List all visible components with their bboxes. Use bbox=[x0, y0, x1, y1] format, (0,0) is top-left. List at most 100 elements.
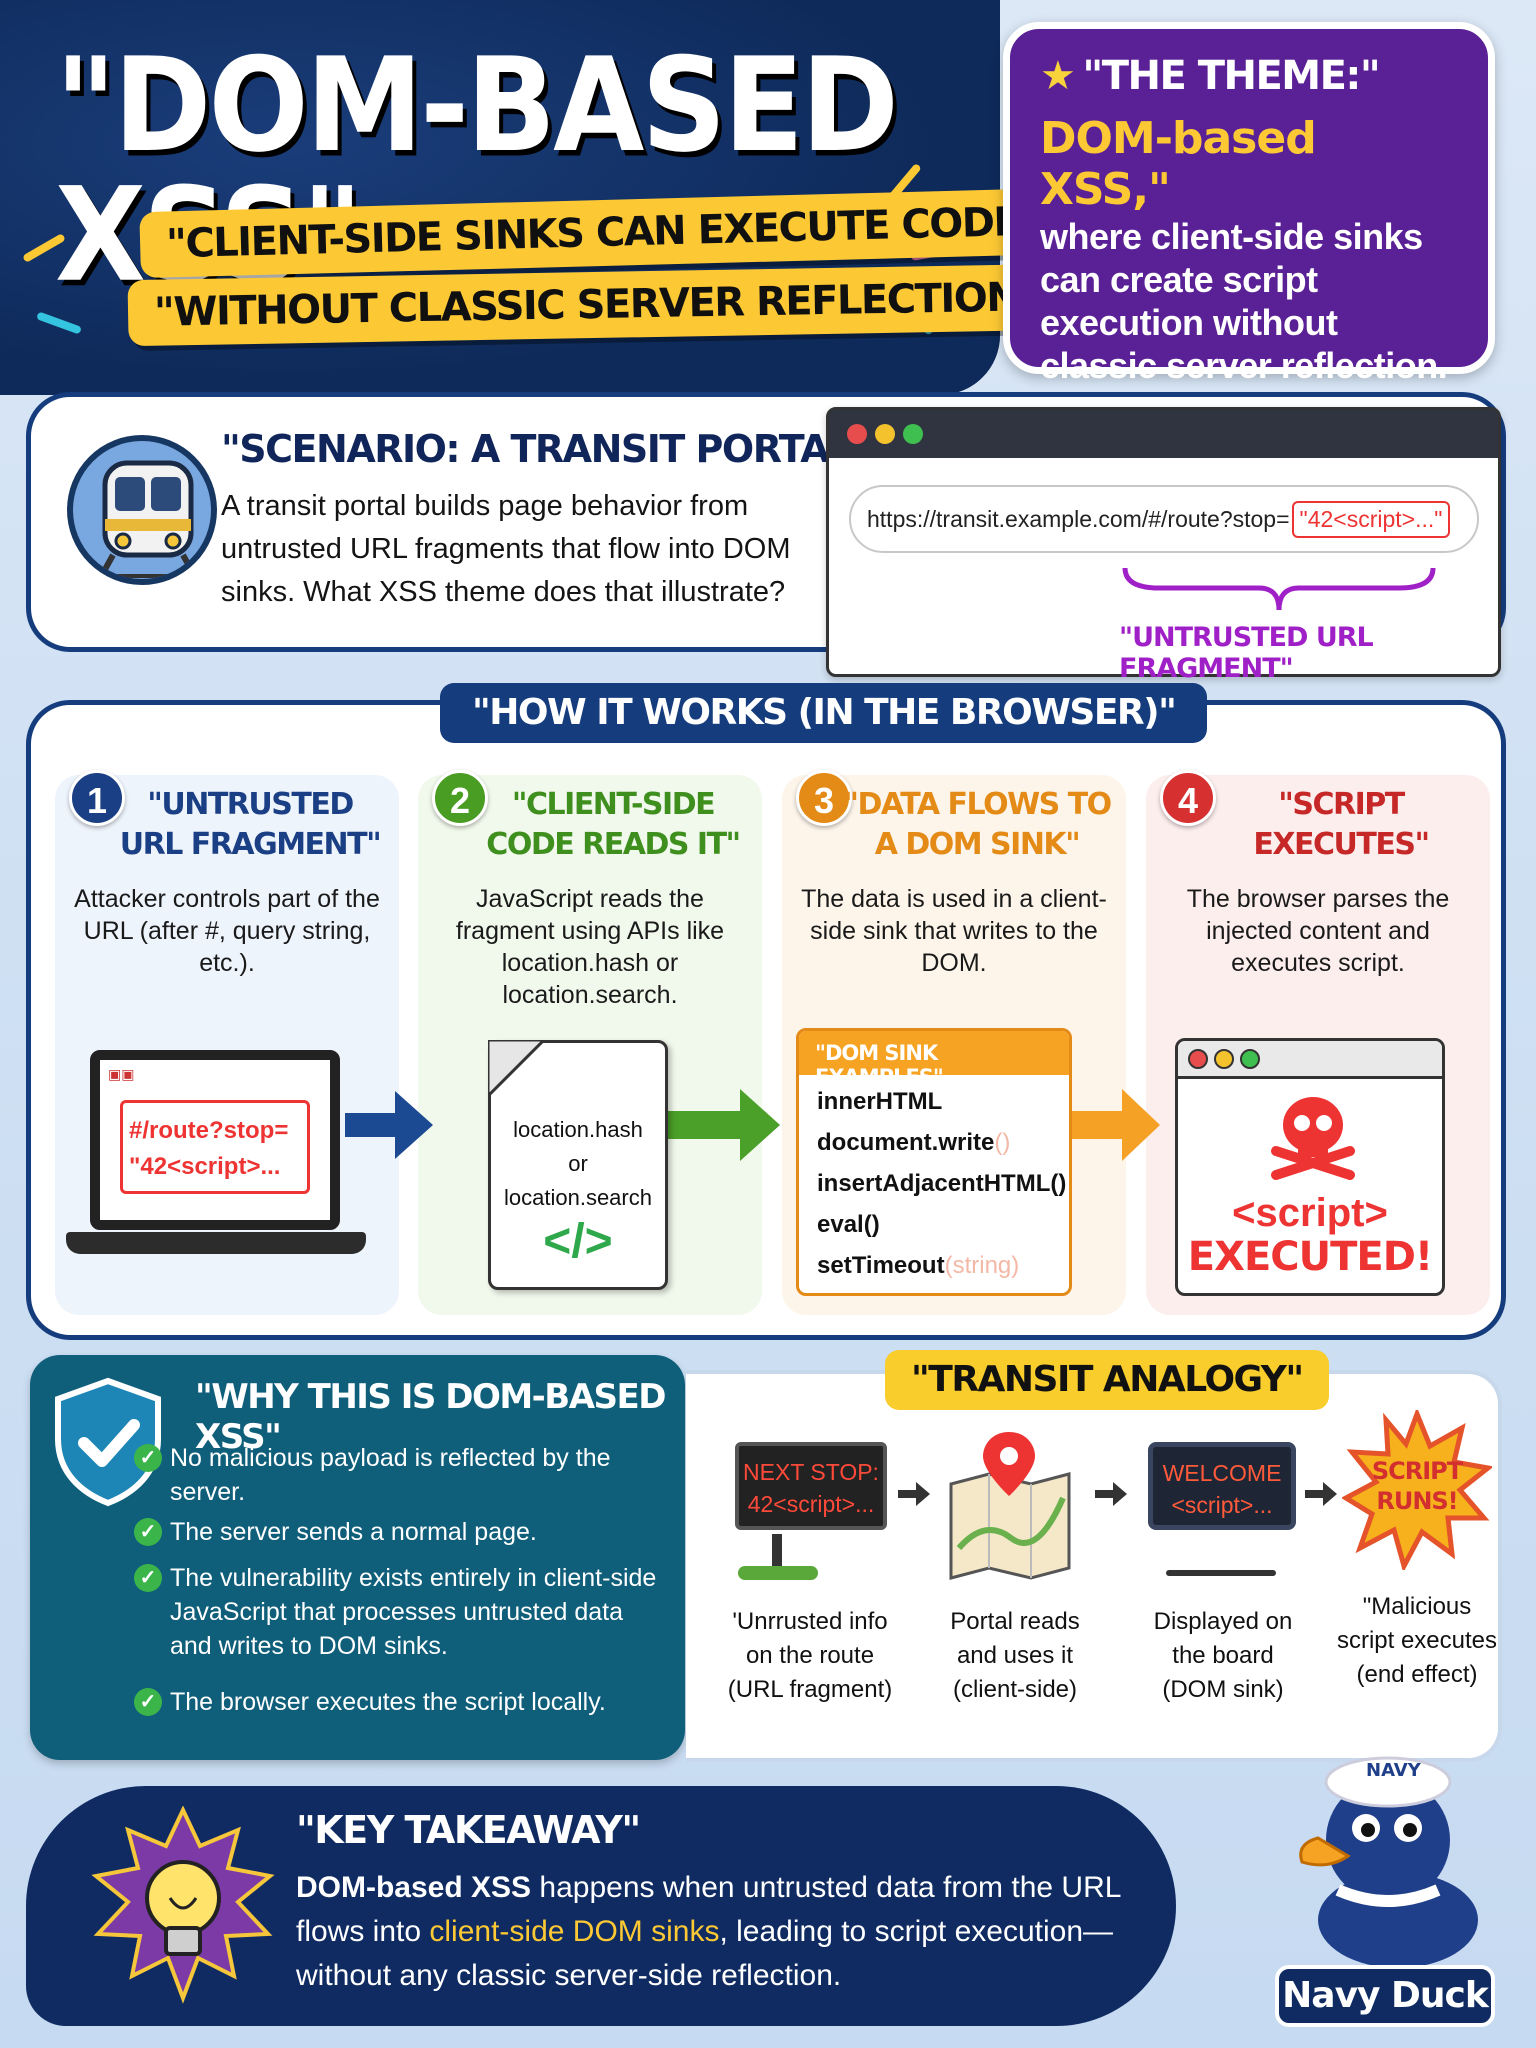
mascot-name-label: Navy Duck bbox=[1275, 1965, 1495, 2027]
window-close-dot bbox=[1188, 1049, 1208, 1069]
step-description: Attacker controls part of the URL (after… bbox=[74, 885, 380, 977]
step-number: 2 bbox=[432, 770, 488, 826]
laptop-url-payload: #/route?stop= "42<script>... bbox=[120, 1100, 310, 1194]
brace-icon bbox=[1122, 567, 1436, 611]
takeaway-title: "KEY TAKEAWAY" bbox=[296, 1808, 641, 1852]
arrow-right-icon bbox=[1072, 1089, 1160, 1161]
arrow-right-icon bbox=[1095, 1482, 1127, 1506]
step-title: "DATA FLOWS TO A DOM SINK" bbox=[843, 787, 1112, 862]
payload-line: #/route?stop= bbox=[129, 1117, 289, 1144]
check-icon: ✓ bbox=[134, 1518, 162, 1546]
laptop-base bbox=[66, 1232, 366, 1254]
window-minimize-dot bbox=[1214, 1049, 1234, 1069]
analogy-label: 'Unrrusted info on the route (URL fragme… bbox=[727, 1608, 893, 1703]
theme-text: where client-side sinks can create scrip… bbox=[1040, 216, 1448, 386]
takeaway-highlight: client-side DOM sinks bbox=[429, 1915, 720, 1948]
next-stop-sign: NEXT STOP: 42<script>... bbox=[735, 1442, 887, 1530]
board-stand bbox=[1166, 1570, 1276, 1576]
script-executed-text: <script> EXECUTED! bbox=[1178, 1191, 1442, 1279]
why-title: "WHY THIS IS DOM-BASED XSS" bbox=[195, 1377, 666, 1457]
window-maximize-dot bbox=[903, 424, 923, 444]
analogy-label: Portal reads and uses it (client-side) bbox=[950, 1608, 1080, 1703]
check-icon: ✓ bbox=[134, 1444, 162, 1472]
why-item: ✓The browser executes the script locally… bbox=[134, 1685, 670, 1719]
doc-line: location.search bbox=[504, 1185, 652, 1210]
how-it-works-title: "HOW IT WORKS (IN THE BROWSER)" bbox=[440, 683, 1208, 743]
code-brackets-icon: </> bbox=[543, 1215, 613, 1268]
why-dom-based-section: "WHY THIS IS DOM-BASED XSS" ✓No maliciou… bbox=[30, 1355, 685, 1760]
step-number: 1 bbox=[69, 770, 125, 826]
theme-title-text: "THE THEME:" bbox=[1082, 53, 1380, 99]
theme-title: ★"THE THEME:" bbox=[1040, 53, 1458, 99]
analogy-label: Displayed on the board (DOM sink) bbox=[1153, 1608, 1293, 1703]
check-icon: ✓ bbox=[134, 1688, 162, 1716]
dom-sink-examples-card: "DOM SINK EXAMPLES" innerHTML document.w… bbox=[796, 1028, 1072, 1296]
why-item: ✓The server sends a normal page. bbox=[134, 1515, 670, 1549]
page-fold-icon bbox=[488, 1040, 547, 1099]
fragment-label: "UNTRUSTED URL FRAGMENT" bbox=[1119, 622, 1374, 684]
address-bar[interactable]: https://transit.example.com/#/route?stop… bbox=[849, 485, 1479, 553]
exec-line: <script> bbox=[1232, 1191, 1388, 1235]
step-title: "UNTRUSTED URL FRAGMENT" bbox=[119, 787, 382, 862]
takeaway-bold: DOM-based XSS bbox=[296, 1871, 532, 1904]
screen-mini-icon: ▣▣ bbox=[108, 1066, 135, 1082]
url-text: https://transit.example.com/#/route?stop… bbox=[867, 505, 1290, 532]
map-pin-icon bbox=[949, 1432, 1071, 1580]
step-description: The data is used in a client-side sink t… bbox=[801, 885, 1107, 977]
scenario-text: A transit portal builds page behavior fr… bbox=[221, 490, 791, 608]
sign-line: 42<script>... bbox=[747, 1491, 875, 1517]
why-item: ✓No malicious payload is reflected by th… bbox=[134, 1441, 670, 1509]
browser-titlebar bbox=[1178, 1041, 1442, 1079]
sink-item: insertAdjacentHTML() bbox=[817, 1170, 1067, 1197]
sign-post bbox=[772, 1534, 782, 1574]
shield-check-icon bbox=[55, 1377, 161, 1507]
sink-item: innerHTML bbox=[817, 1088, 943, 1115]
scenario-title: "SCENARIO: A TRANSIT PORTAL" bbox=[221, 427, 871, 471]
sink-item: eval() bbox=[817, 1211, 880, 1238]
lightbulb-icon bbox=[91, 1806, 275, 2004]
why-item: ✓The vulnerability exists entirely in cl… bbox=[134, 1561, 670, 1663]
arrow-right-icon bbox=[1305, 1482, 1337, 1506]
takeaway-text: DOM-based XSS happens when untrusted dat… bbox=[296, 1866, 1156, 1998]
sink-item: document.write() bbox=[817, 1129, 1011, 1156]
window-minimize-dot bbox=[875, 424, 895, 444]
payload-line: "42<script>... bbox=[129, 1153, 281, 1180]
window-close-dot bbox=[847, 424, 867, 444]
display-board: WELCOME <script>... bbox=[1148, 1442, 1296, 1530]
doc-line: location.hash bbox=[513, 1117, 643, 1142]
takeaway-plain: , leading to script execution—without an… bbox=[296, 1915, 1114, 1992]
theme-box: ★"THE THEME:" DOM-based XSS," where clie… bbox=[1003, 22, 1495, 386]
burst-line: SCRIPT bbox=[1371, 1457, 1463, 1485]
train-icon bbox=[67, 435, 217, 585]
code-document-icon: location.hash or location.search </> bbox=[488, 1040, 668, 1290]
spark-decoration bbox=[36, 311, 82, 335]
sink-card-title: "DOM SINK EXAMPLES" bbox=[799, 1031, 1069, 1089]
sink-item: setTimeout(string) bbox=[817, 1252, 1020, 1279]
main-title: "DOM-BASED XSS" bbox=[55, 29, 899, 300]
arrow-right-icon bbox=[898, 1482, 930, 1506]
grass-decoration bbox=[738, 1566, 818, 1580]
check-icon: ✓ bbox=[134, 1564, 162, 1592]
step-number: 4 bbox=[1160, 770, 1216, 826]
arrow-right-icon bbox=[668, 1089, 780, 1161]
skull-crossbones-icon bbox=[1271, 1097, 1355, 1180]
hat-text: NAVY bbox=[1366, 1760, 1422, 1781]
step-description: JavaScript reads the fragment using APIs… bbox=[455, 885, 725, 1009]
browser-mockup: https://transit.example.com/#/route?stop… bbox=[826, 407, 1501, 684]
analogy-title: "TRANSIT ANALOGY" bbox=[885, 1350, 1329, 1410]
script-runs-text: SCRIPT RUNS! bbox=[1342, 1456, 1492, 1516]
laptop-icon: ▣▣ #/route?stop= "42<script>... bbox=[90, 1050, 340, 1230]
takeaway-plain: happens when untrusted data from the URL… bbox=[296, 1871, 1121, 1948]
step-number: 3 bbox=[796, 770, 852, 826]
burst-icon bbox=[1342, 1410, 1492, 1570]
board-line: <script>... bbox=[1171, 1492, 1273, 1518]
burst-line: RUNS! bbox=[1376, 1487, 1458, 1515]
scenario-section: "SCENARIO: A TRANSIT PORTAL" A transit p… bbox=[26, 392, 1506, 684]
navy-duck-mascot: NAVY bbox=[1299, 1756, 1478, 1968]
exec-line: EXECUTED! bbox=[1187, 1234, 1433, 1280]
executed-browser-window: <script> EXECUTED! bbox=[1175, 1038, 1445, 1296]
board-line: WELCOME bbox=[1162, 1460, 1282, 1486]
analogy-label: "Malicious script executes (end effect) bbox=[1336, 1593, 1498, 1688]
doc-line: or bbox=[568, 1151, 588, 1176]
sign-line: NEXT STOP: bbox=[743, 1459, 879, 1485]
